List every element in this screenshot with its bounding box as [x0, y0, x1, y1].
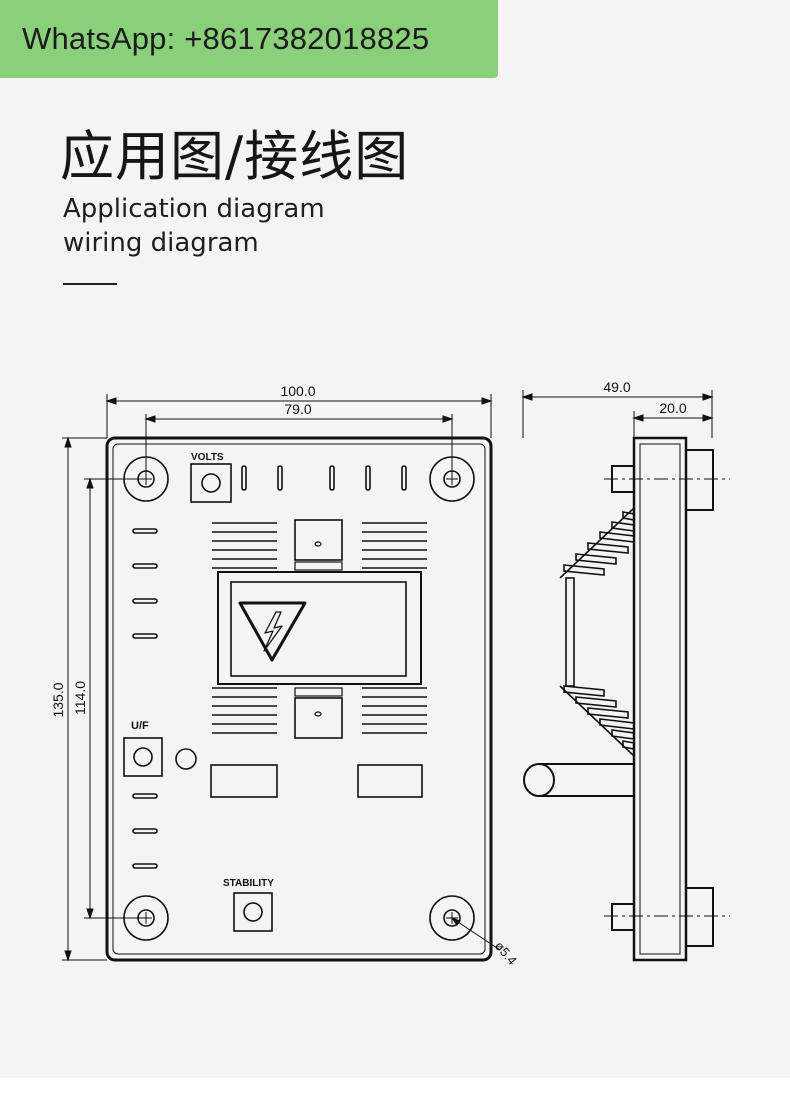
mounting-hole-top-left — [123, 456, 169, 502]
volts-potentiometer — [190, 463, 232, 503]
side-boss-bottom — [685, 887, 714, 947]
connector-pad-left — [210, 764, 278, 798]
left-terminal-dashes-lower — [132, 793, 158, 869]
dim-depth-total-label: 49.0 — [603, 379, 630, 395]
uf-potentiometer-knob — [133, 747, 153, 767]
heatsink-fins-upper-left — [212, 522, 277, 569]
connector-pad-right — [357, 764, 423, 798]
dim-hole-spacing-v-label: 114.0 — [72, 681, 88, 715]
whatsapp-banner: WhatsApp: +8617382018825 — [0, 0, 498, 78]
side-base-plate-inner — [639, 443, 681, 955]
subtitle-wiring-diagram: wiring diagram — [63, 228, 259, 258]
whatsapp-contact-text: WhatsApp: +8617382018825 — [22, 21, 430, 56]
center-plate — [217, 571, 422, 685]
page-title: 应用图/接线图 — [60, 125, 410, 188]
mounting-hole-bottom-left — [123, 895, 169, 941]
dim-height-total — [62, 436, 107, 962]
side-pin-bottom — [611, 903, 635, 931]
uf-potentiometer — [123, 737, 163, 777]
power-transistor-upper — [294, 519, 343, 561]
board-inner-edge — [112, 443, 486, 955]
dim-hole-spacing-v — [84, 477, 146, 920]
side-capacitor — [523, 763, 634, 797]
mounting-hole-bottom-right — [429, 895, 475, 941]
mounting-hole-top-right — [429, 456, 475, 502]
uf-indicator-led — [175, 748, 197, 770]
dim-hole-diameter-label: ø5.4 — [492, 938, 520, 968]
heatsink-fins-upper-right — [362, 522, 427, 569]
dim-width-total — [105, 394, 493, 438]
power-transistor-lower — [294, 697, 343, 739]
label-stability: STABILITY — [223, 878, 274, 889]
hole-diameter-leader — [450, 916, 501, 951]
warning-label-panel — [230, 581, 407, 677]
indicator-slots — [241, 465, 407, 491]
dim-depth-partial-label: 20.0 — [659, 400, 686, 416]
side-transistor-body — [565, 577, 575, 687]
heatsink-fins-lower-right — [362, 687, 427, 734]
side-boss-top — [685, 449, 714, 511]
high-voltage-warning-icon — [238, 601, 307, 662]
bottom-strip — [0, 1078, 790, 1102]
dim-width-total-label: 100.0 — [280, 383, 315, 399]
subtitle-application-diagram: Application diagram — [63, 194, 325, 224]
stability-potentiometer — [233, 892, 273, 932]
label-volts: VOLTS — [191, 452, 224, 463]
side-base-plate — [632, 436, 688, 962]
side-heatsink-lower — [559, 685, 635, 757]
heatsink-fins-lower-left — [212, 687, 277, 734]
board-outline — [105, 436, 493, 962]
title-underline — [63, 283, 117, 285]
side-centerlines — [604, 478, 730, 917]
dim-hole-spacing-h — [144, 414, 454, 478]
left-terminal-dashes-upper — [132, 528, 158, 639]
dim-hole-spacing-h-label: 79.0 — [284, 401, 311, 417]
heatsink-assembly — [212, 519, 427, 739]
dim-depth-total — [521, 390, 714, 438]
dim-depth-partial — [632, 411, 714, 438]
volts-potentiometer-knob — [201, 473, 221, 493]
stability-potentiometer-knob — [243, 902, 263, 922]
side-heatsink-upper — [559, 507, 635, 579]
dim-height-total-label: 135.0 — [50, 682, 66, 717]
side-view: 49.0 20.0 — [521, 379, 730, 962]
label-uf: U/F — [131, 720, 149, 732]
front-view: 100.0 79.0 135.0 114.0 — [50, 383, 520, 968]
